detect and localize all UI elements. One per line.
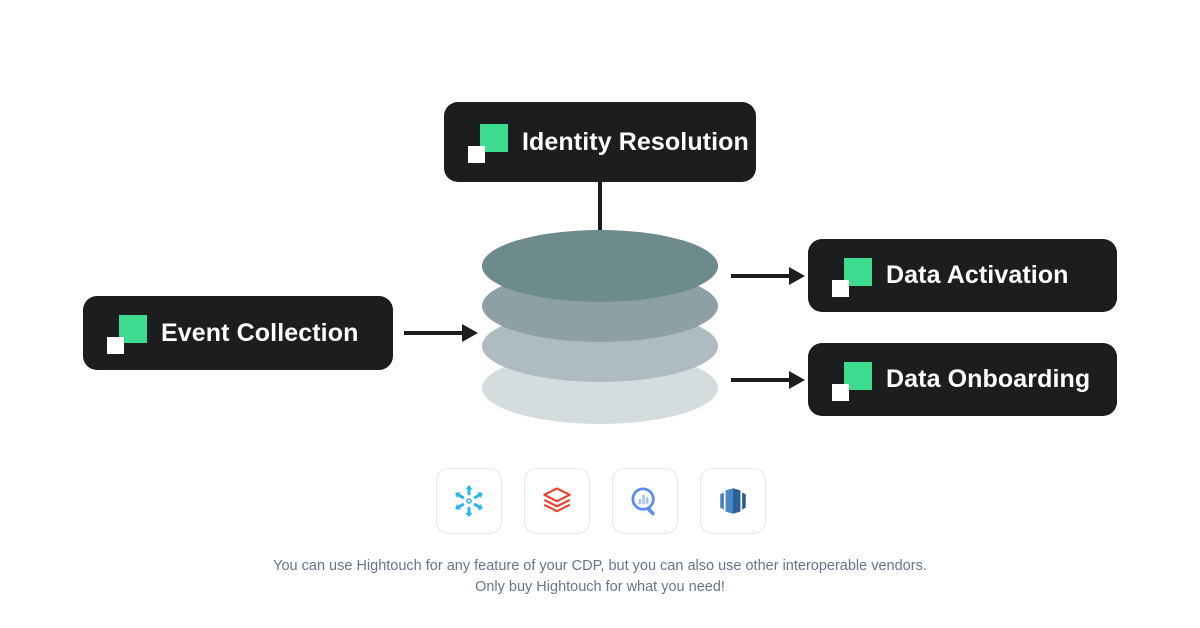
hightouch-logo-icon [105,311,149,355]
vendor-tile-snowflake[interactable] [436,468,502,534]
node-data-activation-label: Data Activation [886,261,1069,289]
vendor-tile-databricks[interactable] [524,468,590,534]
data-warehouse-cylinder [482,230,718,424]
vendor-tile-redshift[interactable] [700,468,766,534]
vendor-tile-bigquery[interactable] [612,468,678,534]
caption: You can use Hightouch for any feature of… [0,556,1200,598]
arrow-warehouse-to-activation [731,267,805,285]
caption-line-2: Only buy Hightouch for what you need! [475,579,725,595]
node-data-onboarding-label: Data Onboarding [886,365,1091,393]
hightouch-logo-icon [830,358,874,402]
hightouch-logo-icon [466,120,510,164]
node-data-activation[interactable]: Data Activation [808,239,1117,312]
hightouch-logo-icon [830,254,874,298]
node-event-collection[interactable]: Event Collection [83,296,393,370]
node-data-onboarding[interactable]: Data Onboarding [808,343,1117,416]
snowflake-icon [452,484,486,518]
bigquery-icon [628,484,662,518]
databricks-icon [540,484,574,518]
vendor-logo-row [436,468,766,534]
caption-line-1: You can use Hightouch for any feature of… [273,558,927,574]
node-event-collection-label: Event Collection [161,318,359,347]
arrow-event-to-warehouse [404,324,478,342]
connector-identity-to-warehouse [598,182,602,238]
arrow-warehouse-to-onboarding [731,371,805,389]
redshift-icon [716,484,750,518]
node-identity-resolution-label: Identity Resolution [522,127,749,156]
node-identity-resolution[interactable]: Identity Resolution [444,102,756,182]
warehouse-layer-1 [482,230,718,302]
